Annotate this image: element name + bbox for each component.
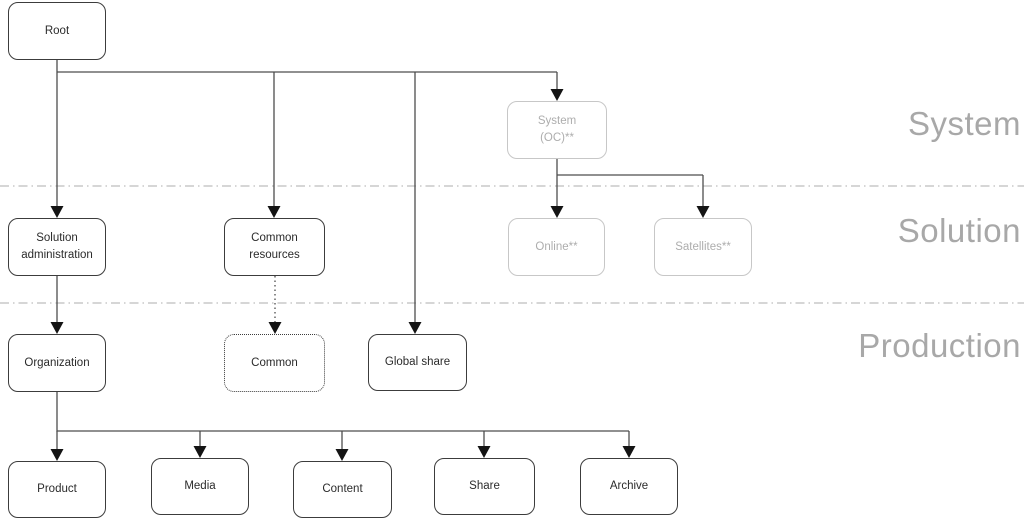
node-system-oc: System (OC)** (507, 101, 607, 159)
node-archive: Archive (580, 458, 678, 515)
node-online: Online** (508, 218, 605, 276)
node-common-resources: Common resources (224, 218, 325, 276)
node-content: Content (293, 461, 392, 518)
arrowhead-solution-admin (50, 206, 64, 218)
node-common-resources-label: Common resources (249, 232, 300, 261)
arrowhead-product (50, 449, 64, 461)
node-global-share: Global share (368, 334, 467, 391)
node-online-label: Online** (535, 240, 578, 253)
arrowhead-satellites (696, 206, 710, 218)
node-product: Product (8, 461, 106, 518)
band-label-system: System (907, 105, 1021, 142)
arrowhead-global-share (408, 322, 422, 334)
arrowhead-common (268, 322, 282, 334)
edge-organization-stem (56, 392, 629, 432)
node-satellites: Satellites** (654, 218, 752, 276)
node-share-label: Share (469, 480, 500, 493)
arrowhead-online (550, 206, 564, 218)
node-media: Media (151, 458, 249, 515)
band-divider-lines (0, 185, 1024, 304)
node-media-label: Media (184, 480, 216, 493)
arrowhead-organization (50, 322, 64, 334)
node-organization-label: Organization (24, 356, 90, 369)
node-organization: Organization (8, 334, 106, 392)
arrowheads (50, 89, 710, 461)
node-root-label: Root (44, 24, 70, 37)
node-solution-administration: Solution administration (8, 218, 106, 276)
arrowhead-common-resources (267, 206, 281, 218)
node-share: Share (434, 458, 535, 515)
node-archive-label: Archive (609, 480, 649, 493)
node-system-oc-label: System (OC)** (537, 115, 577, 144)
node-root: Root (8, 2, 106, 60)
edge-lines (56, 60, 704, 449)
arrowhead-share (477, 446, 491, 458)
node-global-share-label: Global share (384, 356, 451, 369)
arrowhead-media (193, 446, 207, 458)
band-label-solution: Solution (897, 212, 1021, 249)
node-content-label: Content (322, 483, 363, 496)
arrowhead-content (335, 449, 349, 461)
arrowhead-system-oc (550, 89, 564, 101)
node-satellites-label: Satellites** (675, 240, 731, 253)
node-solution-administration-label: Solution administration (21, 232, 93, 261)
node-common: Common (224, 334, 325, 392)
node-product-label: Product (37, 483, 77, 496)
node-common-label: Common (251, 356, 298, 369)
band-label-production: Production (858, 327, 1021, 364)
arrowhead-archive (622, 446, 636, 458)
